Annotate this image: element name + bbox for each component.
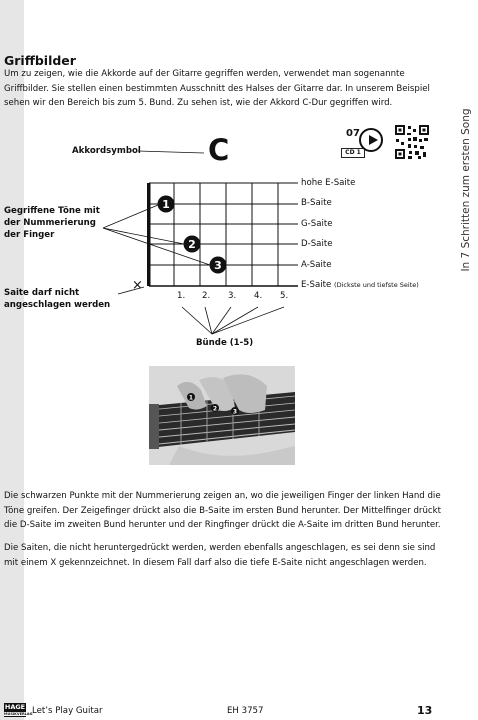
- finger-number: 3: [214, 259, 222, 272]
- section-heading: Griffbilder: [4, 53, 76, 68]
- string-label-d: D-Saite: [301, 239, 333, 249]
- string-label-b: B-Saite: [301, 198, 332, 208]
- finger-dot: [209, 256, 227, 274]
- muted-string-mark: ×: [132, 278, 143, 293]
- sidebar-title: In 7 Schritten zum ersten Song: [460, 108, 472, 272]
- publisher-logo: HAGE MUSIKVERLAG: [4, 703, 33, 717]
- track-number: 07: [346, 128, 360, 139]
- pointer-line: [181, 306, 213, 335]
- string-label-low-e-name: E-Saite: [301, 280, 332, 290]
- finger-dot: [157, 195, 175, 213]
- fret-number: 2.: [202, 291, 211, 301]
- pointer-line: [102, 227, 185, 245]
- page-number: 13: [417, 704, 433, 717]
- pointer-line: [211, 306, 232, 335]
- publisher-logo-text: HAGE: [4, 703, 26, 711]
- publisher-logo-sub: MUSIKVERLAG: [4, 712, 33, 716]
- muted-string-paragraph: Die Saiten, die nicht heruntergedrückt w…: [4, 543, 436, 568]
- label-chord-symbol: Akkordsymbol: [72, 146, 141, 156]
- fret-number: 5.: [280, 291, 289, 301]
- pointer-line: [211, 306, 259, 335]
- string-label-low-e: E-Saite (Dickste und tiefste Seite): [301, 280, 419, 290]
- label-fingers: Gegriffene Töne mit der Nummerierung der…: [4, 206, 100, 240]
- string-label-high-e: hohe E-Saite: [301, 178, 356, 188]
- play-icon[interactable]: [359, 128, 383, 152]
- string-label-a: A-Saite: [301, 260, 332, 270]
- photo-finger-number: 3: [233, 409, 237, 416]
- chord-symbol: C: [208, 133, 230, 167]
- fret-number: 4.: [254, 291, 263, 301]
- string-label-low-e-note: (Dickste und tiefste Seite): [334, 281, 419, 289]
- pointer-line: [211, 306, 285, 335]
- chord-photo: 1 2 3: [149, 366, 295, 465]
- label-muted-string: Saite darf nicht angeschlagen werden: [4, 288, 111, 310]
- finger-number: 1: [162, 198, 170, 211]
- finger-number: 2: [188, 238, 196, 251]
- pointer-line: [204, 306, 213, 335]
- finger-dot: [183, 235, 201, 253]
- string-label-g: G-Saite: [301, 219, 333, 229]
- nut: [147, 183, 151, 286]
- label-frets: Bünde (1-5): [196, 338, 254, 348]
- intro-paragraph: Um zu zeigen, wie die Akkorde auf der Gi…: [4, 69, 430, 108]
- pointer-line: [137, 150, 205, 154]
- catalog-code: EH 3757: [227, 706, 264, 716]
- track-indicator: 07 CD 1: [338, 128, 368, 158]
- qr-code[interactable]: [394, 124, 430, 160]
- cd-label: CD 1: [341, 148, 365, 158]
- chord-photo-illustration: 1 2 3: [149, 366, 295, 465]
- pointer-line: [117, 286, 145, 295]
- fret-number: 1.: [177, 291, 186, 301]
- fret-number: 3.: [228, 291, 237, 301]
- explanation-paragraph: Die schwarzen Punkte mit der Nummerierun…: [4, 491, 441, 530]
- book-title: Let’s Play Guitar: [32, 706, 103, 716]
- photo-finger-number: 2: [213, 406, 217, 413]
- pointer-line: [102, 227, 211, 266]
- chord-diagram: 1 2 3: [102, 150, 298, 335]
- photo-finger-number: 1: [189, 395, 193, 402]
- sidebar: [0, 0, 24, 720]
